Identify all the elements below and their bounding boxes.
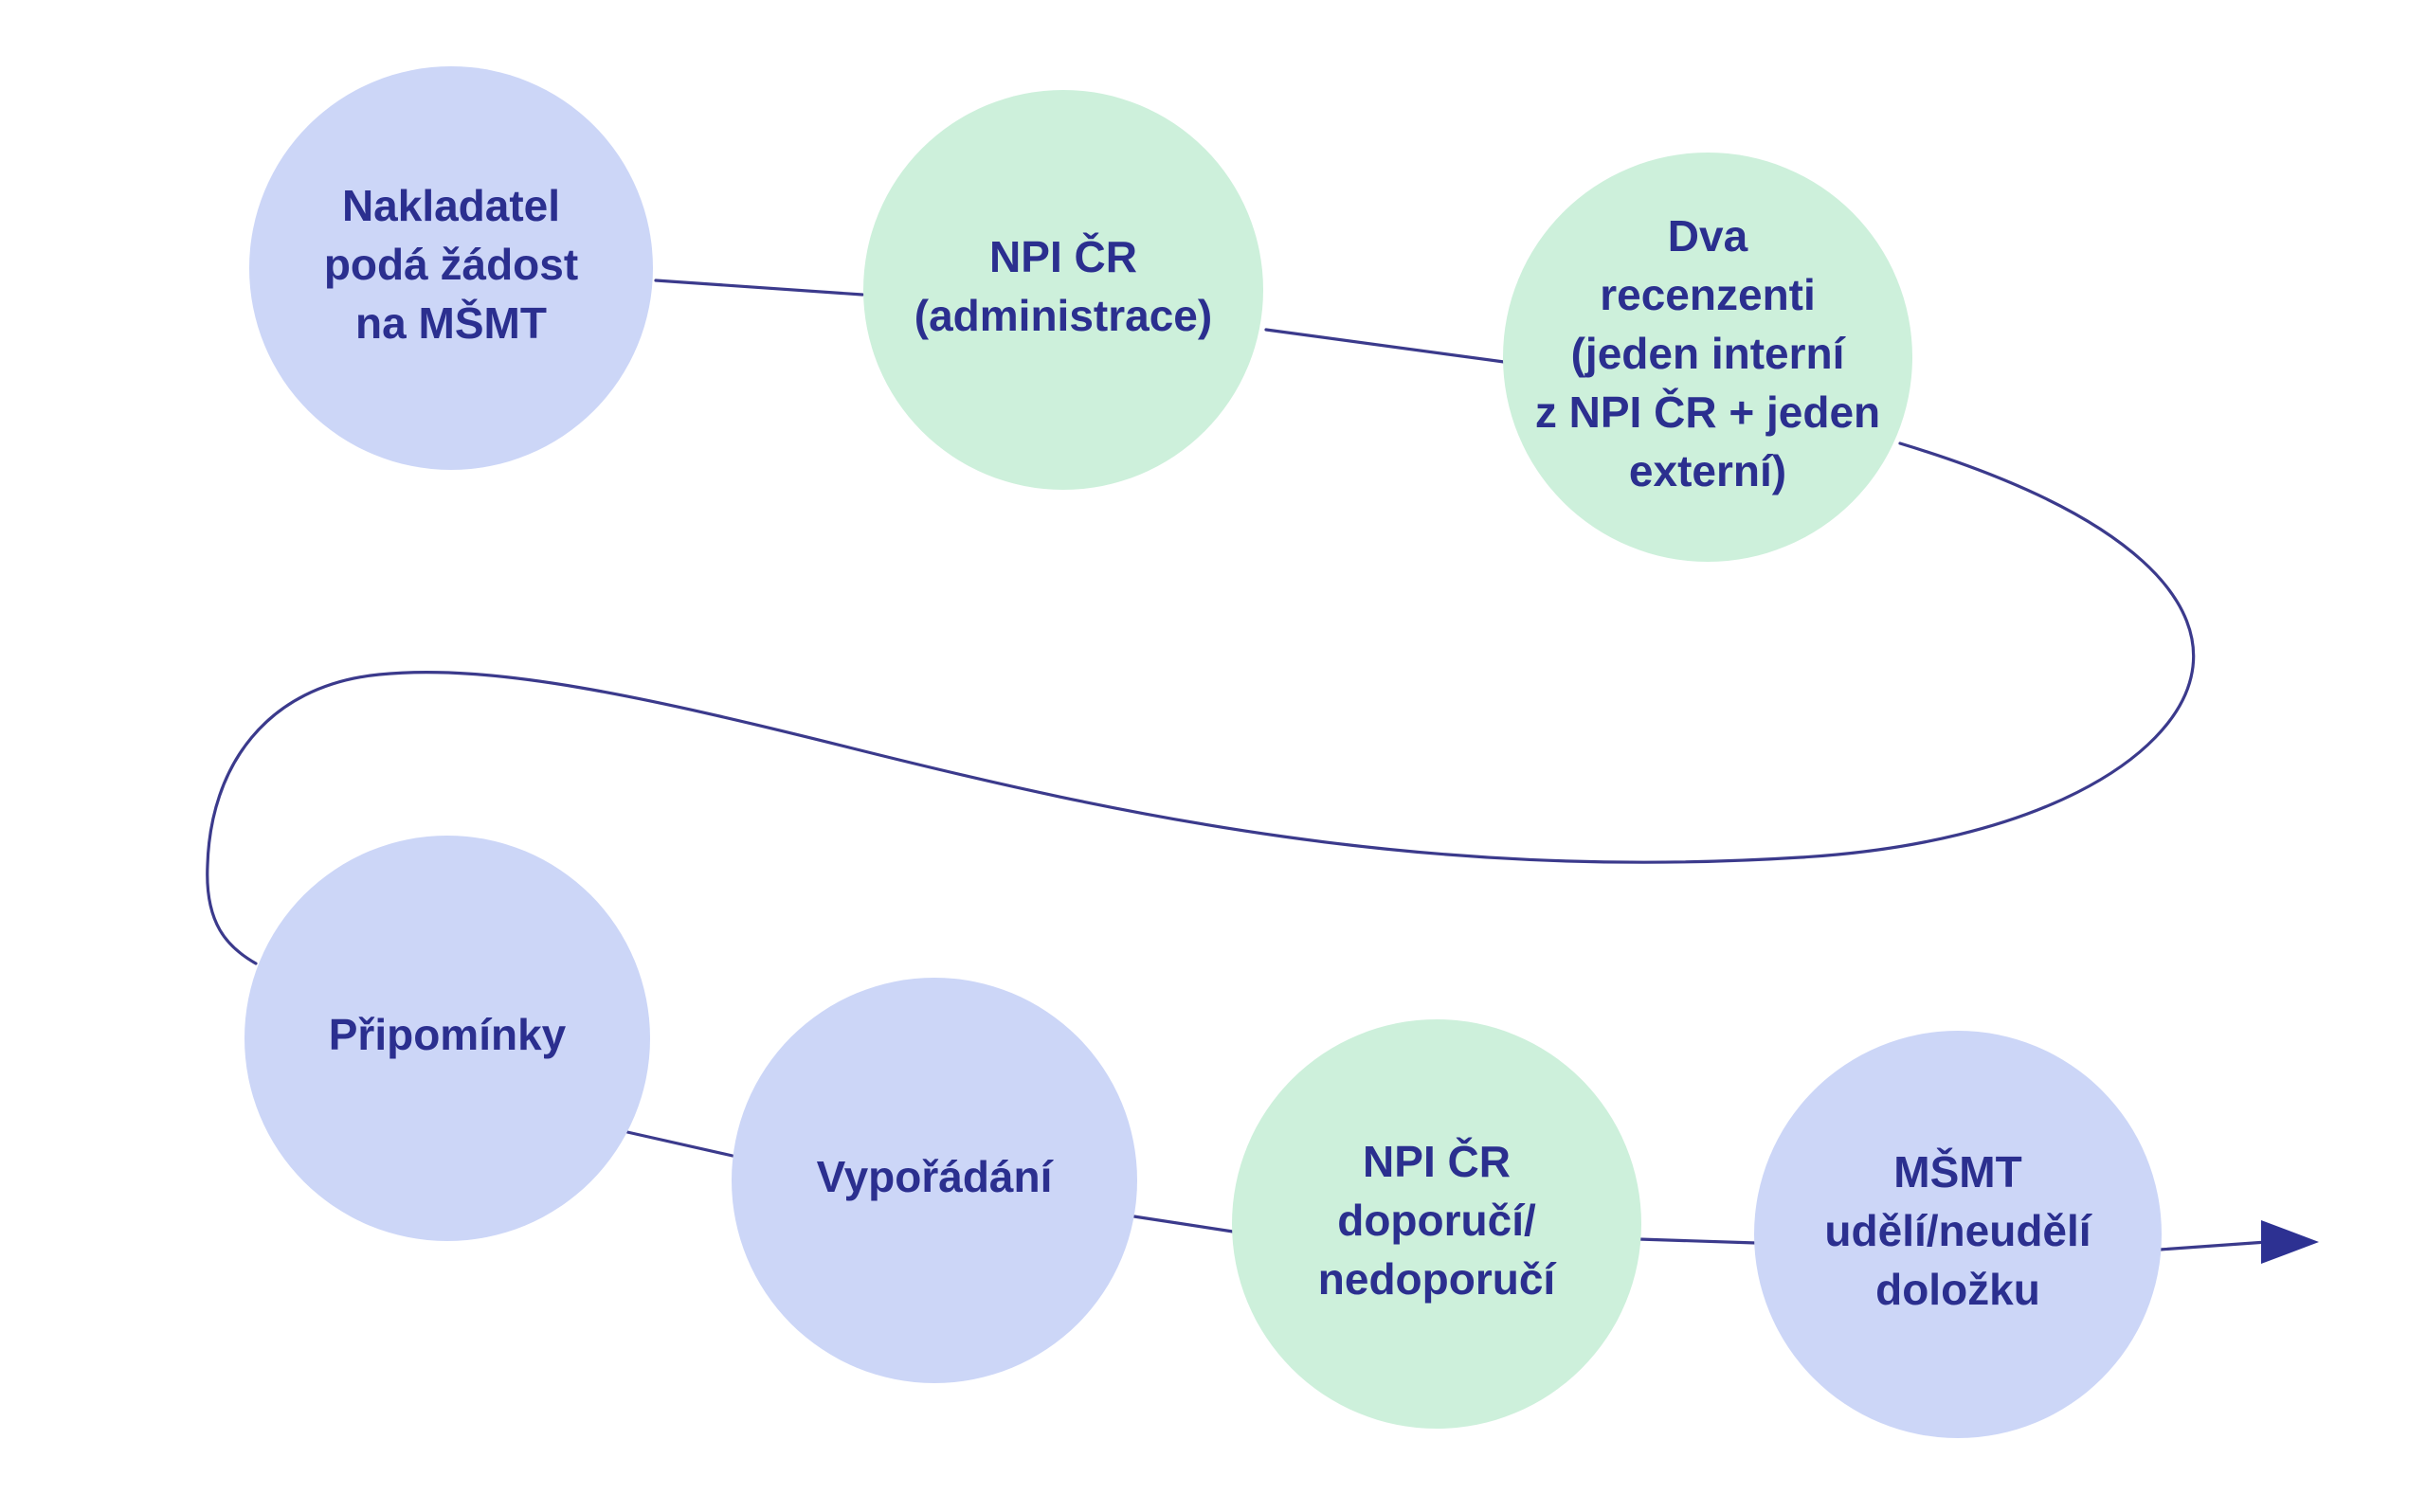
connector-npi-to-recenzenti [1264,328,1506,364]
arrow-head-icon [2261,1220,2319,1264]
node-label: NPI ČR (administrace) [914,232,1212,340]
node-label-line: doporučí/ [1337,1196,1536,1245]
node-circle[interactable] [732,978,1137,1383]
node-label: MŠMT udělí/neudělí doložku [1824,1147,2092,1314]
node-npi-administrace[interactable]: NPI ČR (administrace) [863,90,1263,490]
node-label: Dva recenzenti (jeden interní z NPI ČR + je… [1535,211,1880,495]
connector-layer [206,279,2269,1251]
node-label-line: Vypořádání [817,1152,1055,1201]
node-label-line: (jeden interní [1571,329,1847,378]
node-circle[interactable] [244,836,650,1241]
node-label-line: na MŠMT [355,298,547,348]
node-circle[interactable] [1232,1019,1641,1429]
node-nakladatel[interactable]: Nakladatel podá žádost na MŠMT [249,66,653,470]
node-label-line: recenzenti [1600,270,1816,319]
node-circle[interactable] [863,90,1263,490]
node-layer: Nakladatel podá žádost na MŠMT NPI ČR (admi… [244,66,2162,1438]
node-label-line: Nakladatel [342,181,560,230]
connector-msmt-to-end [2158,1240,2269,1251]
node-label: Vypořádání [817,1152,1055,1201]
node-msmt-dolozka[interactable]: MŠMT udělí/neudělí doložku [1754,1031,2162,1438]
node-label: NPI ČR doporučí/nedoporučí [1318,1137,1558,1304]
node-label-line: externí) [1629,446,1786,495]
connector-pripominky-to-vyporadani [625,1130,734,1158]
connector-npi-doporuci-to-msmt [1637,1237,1758,1245]
node-label-line: NPI ČR [1363,1137,1511,1186]
node-label-line: (administrace) [914,291,1212,340]
node-pripominky[interactable]: Připomínky [244,836,650,1241]
node-label-line: nedoporučí [1318,1254,1558,1304]
connector-nakladatel-to-npi [654,279,864,297]
node-label-line: NPI ČR [989,232,1137,281]
node-label-line: MŠMT [1893,1147,2021,1197]
node-label-line: z NPI ČR + jeden [1535,387,1880,437]
node-dva-recenzenti[interactable]: Dva recenzenti (jeden interní z NPI ČR + je… [1503,153,1912,562]
node-circle[interactable] [249,66,653,470]
node-circle[interactable] [1754,1031,2162,1438]
node-label-line: Připomínky [329,1010,567,1059]
node-label: Připomínky [329,1010,567,1059]
node-label-line: udělí/neudělí [1824,1206,2092,1255]
node-label-line: podá žádost [324,240,578,289]
node-circle[interactable] [1503,153,1912,562]
node-vyporadani[interactable]: Vypořádání [732,978,1137,1383]
node-label-line: Dva [1668,211,1748,261]
node-npi-doporuci[interactable]: NPI ČR doporučí/nedoporučí [1232,1019,1641,1429]
connector-vyporadani-to-npi-doporuci [1126,1214,1235,1233]
node-label-line: doložku [1875,1265,2040,1314]
connector-recenzenti-to-pripominky [206,441,2196,965]
node-label: Nakladatel podá žádost na MŠMT [324,181,578,348]
